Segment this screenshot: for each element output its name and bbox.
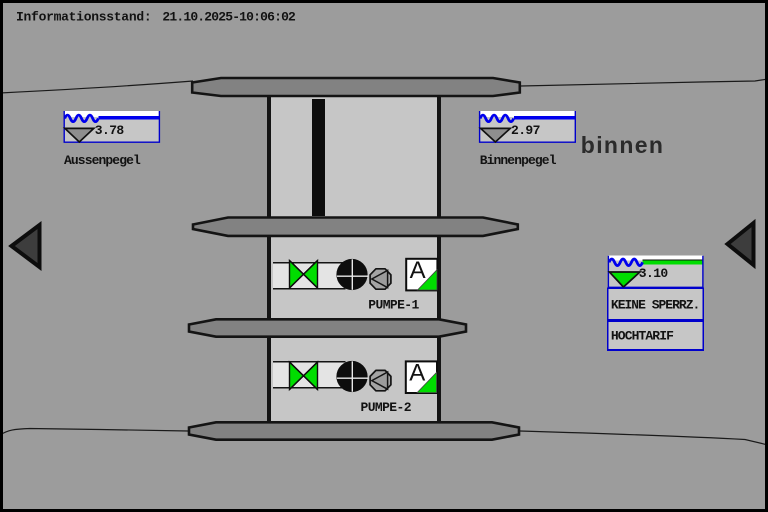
svg-text:PUMPE-2: PUMPE-2: [361, 400, 412, 415]
svg-text:PUMPE-1: PUMPE-1: [368, 298, 419, 313]
svg-text:KEINE SPERRZ.: KEINE SPERRZ.: [611, 297, 699, 312]
svg-text:A: A: [409, 360, 425, 387]
svg-text:HOCHTARIF: HOCHTARIF: [611, 328, 674, 343]
svg-text:3.78: 3.78: [95, 123, 125, 138]
svg-text:3.10: 3.10: [639, 266, 669, 281]
svg-text:Aussenpegel: Aussenpegel: [64, 153, 141, 168]
svg-text:21.10.2025-10:06:02: 21.10.2025-10:06:02: [162, 9, 296, 24]
svg-text:Binnenpegel: Binnenpegel: [480, 153, 557, 168]
svg-text:Informationsstand:: Informationsstand:: [16, 9, 151, 24]
svg-text:2.97: 2.97: [511, 123, 540, 138]
svg-text:binnen: binnen: [581, 132, 664, 158]
svg-text:A: A: [410, 257, 426, 284]
